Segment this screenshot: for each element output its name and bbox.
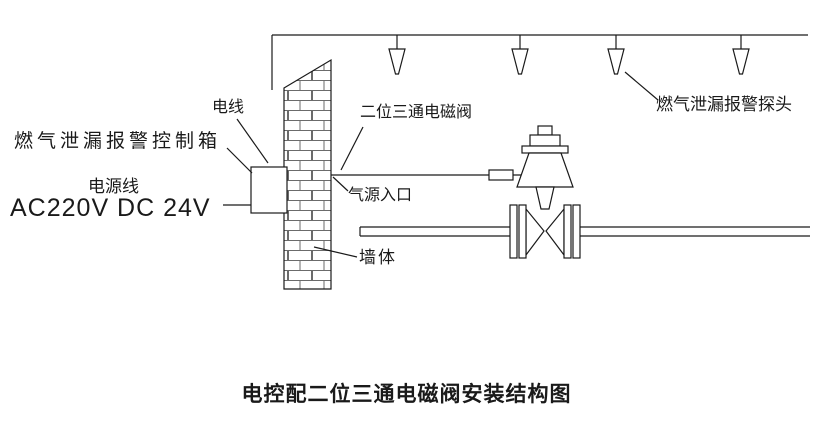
label-air-inlet: 气源入口 [348,187,413,204]
valve-actuator [516,152,574,188]
leader-wall-label [313,246,358,258]
label-control-box: 燃气泄漏报警控制箱 [14,131,222,152]
label-wall: 墙体 [359,248,397,267]
gas-probe-icon [607,35,625,75]
leader-probe-label [624,71,659,101]
valve-body-left [525,207,545,257]
leader-wire-label [236,118,269,164]
solenoid-body [529,134,561,147]
label-voltage: AC220V DC 24V [10,194,211,222]
air-supply-pipe [331,169,521,181]
gas-pipe-right [580,226,810,237]
leader-valve-label [340,126,364,171]
gas-probe-icon [511,35,529,75]
diagram-title: 电控配二位三通电磁阀安装结构图 [241,383,572,406]
solenoid-coil [537,125,553,136]
solenoid-valve-assembly [509,125,581,259]
gas-probe-icon [388,35,406,75]
valve-stem [535,186,555,210]
control-box [250,166,288,214]
actuator-plate [521,145,569,154]
flange [572,204,581,259]
leader-control-box-label [226,147,253,174]
gas-probe-icon [732,35,750,75]
valve-body-right [545,207,565,257]
leader-air-inlet-label [332,176,349,192]
label-wire: 电线 [212,99,245,116]
flange [518,204,527,259]
flange [563,204,572,259]
ceiling-line [271,34,808,90]
label-gas-probe: 燃气泄漏报警探头 [656,95,792,114]
wall-brick [283,58,332,290]
gas-pipe-left [359,226,510,237]
flange [509,204,518,259]
label-power-line: 电源线 [88,177,139,196]
label-solenoid-valve: 二位三通电磁阀 [360,104,473,121]
